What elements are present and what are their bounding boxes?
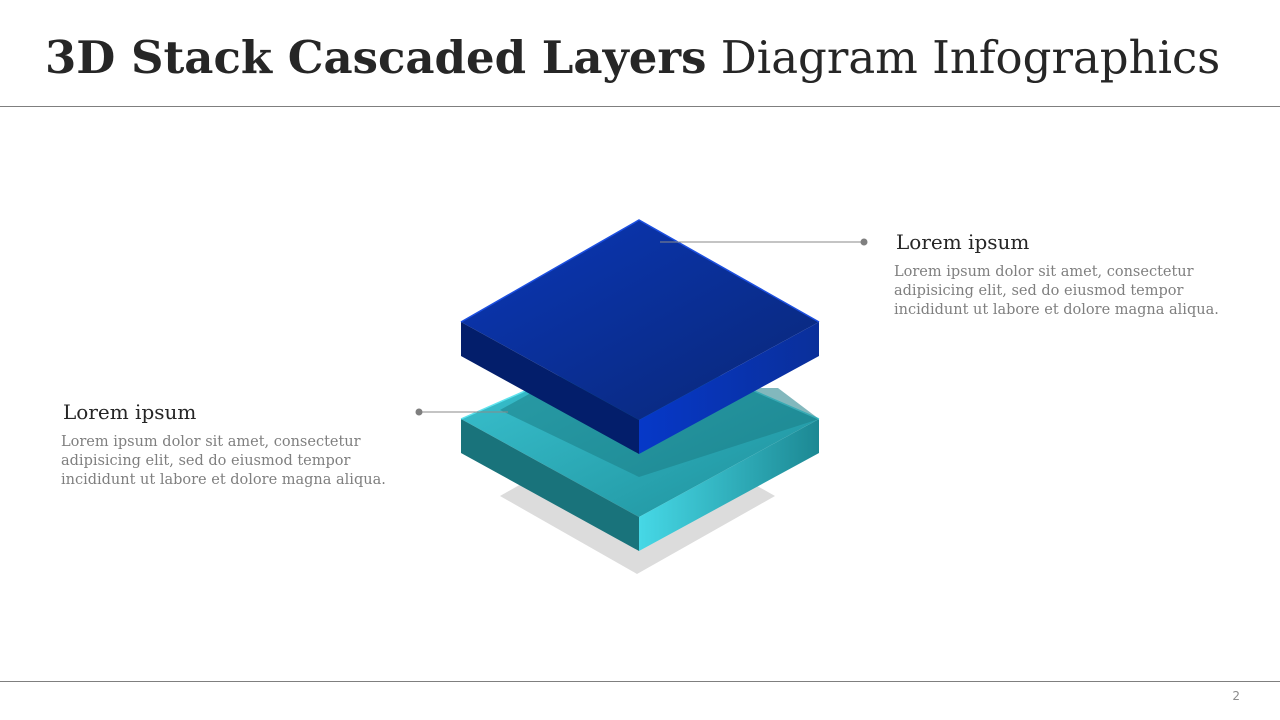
page-number: 2 xyxy=(1232,689,1240,703)
callout-body: Lorem ipsum dolor sit amet, consectetur … xyxy=(894,264,1219,318)
layer-top-right-side xyxy=(639,322,819,454)
page-title: 3D Stack Cascaded Layers Diagram Infogra… xyxy=(45,28,1220,88)
layer-bottom-left-side xyxy=(461,419,639,551)
footer-divider xyxy=(0,681,1280,682)
layer-bottom-right-side xyxy=(639,419,819,551)
callout-top-layer: Lorem ipsum Lorem ipsum dolor sit amet, … xyxy=(894,229,1254,320)
callout-bottom-layer: Lorem ipsum Lorem ipsum dolor sit amet, … xyxy=(61,399,421,490)
layer-top-top-face xyxy=(461,220,819,420)
callout-heading: Lorem ipsum xyxy=(896,230,1030,254)
header-divider xyxy=(0,106,1280,107)
connector-bottom xyxy=(415,408,508,416)
layer-top xyxy=(460,219,820,454)
connector-top xyxy=(660,238,868,246)
title-regular-part: Diagram Infographics xyxy=(720,31,1221,84)
callout-heading: Lorem ipsum xyxy=(63,400,197,424)
title-bold-part: 3D Stack Cascaded Layers xyxy=(45,31,707,84)
layer-top-highlight-edge xyxy=(460,219,820,323)
layer-top-left-side xyxy=(461,322,639,454)
callout-body: Lorem ipsum dolor sit amet, consectetur … xyxy=(61,434,386,488)
